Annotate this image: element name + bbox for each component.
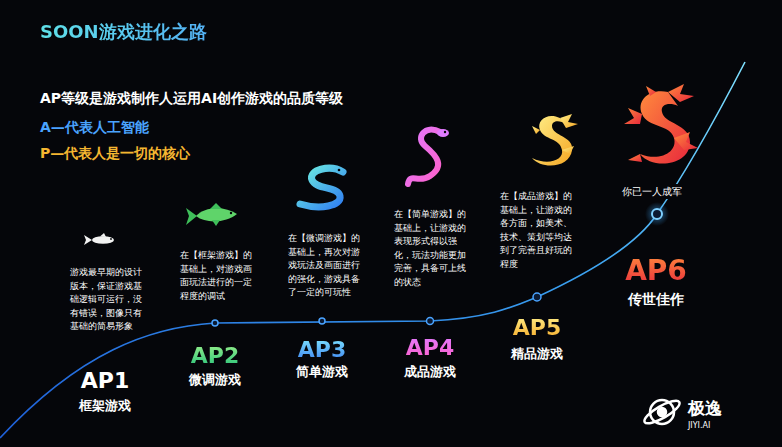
level-code: AP5: [492, 315, 582, 341]
stage-description: 游戏最早期的设计版本，保证游戏基础逻辑可运行，没有错误，图像只有基础的简易形象: [70, 266, 150, 334]
glow: [645, 202, 669, 226]
stage-description: 在【简单游戏】的基础上，让游戏的表现形式得以强化，玩法功能更加完善，具备可上线的…: [394, 208, 474, 289]
level-code: AP6: [606, 254, 706, 288]
logo-mark: [642, 397, 683, 427]
legend-line: P—代表人是一切的核心: [40, 144, 260, 162]
level-name: 成品游戏: [385, 364, 475, 380]
stage-description: 在【微调游戏】的基础上，再次对游戏玩法及画面进行的强化，游戏具备了一定的可玩性: [288, 232, 368, 300]
evolution-curve: [0, 62, 745, 438]
gold-dragon-icon: [532, 114, 578, 166]
level-name: 精品游戏: [492, 346, 582, 362]
stage-description: 在【框架游戏】的基础上，对游戏画面玩法进行的一定程度的调试: [180, 249, 260, 303]
logo-text: 极逸: [688, 398, 748, 418]
level-name: 框架游戏: [60, 398, 150, 414]
level-name: 简单游戏: [277, 364, 367, 380]
curve-dot: [652, 209, 662, 219]
level-name: 传世佳作: [606, 291, 706, 308]
level-name: 微调游戏: [170, 372, 260, 388]
stage-description: 在【成品游戏】的基础上，让游戏的各方面，如美术、技术、策划等均达到了完善且好玩的…: [500, 190, 580, 271]
red-dragon-icon: [624, 84, 698, 164]
eel-icon: [300, 168, 343, 207]
legend-line: A—代表人工智能: [40, 118, 240, 136]
title: SOON游戏进化之路: [40, 20, 340, 43]
snake-icon: [408, 129, 449, 184]
level-code: AP3: [277, 337, 367, 363]
subtitle: AP等级是游戏制作人运用AI创作游戏的品质等级: [40, 89, 460, 107]
stage-note: 你已一人成军: [614, 184, 690, 199]
fish-icon: [84, 233, 114, 245]
level-code: AP2: [170, 343, 260, 369]
level-code: AP4: [385, 335, 475, 361]
logo-subtext: JIYI.AI: [688, 421, 748, 431]
level-code: AP1: [60, 368, 150, 394]
green-fish-icon: [186, 203, 237, 226]
